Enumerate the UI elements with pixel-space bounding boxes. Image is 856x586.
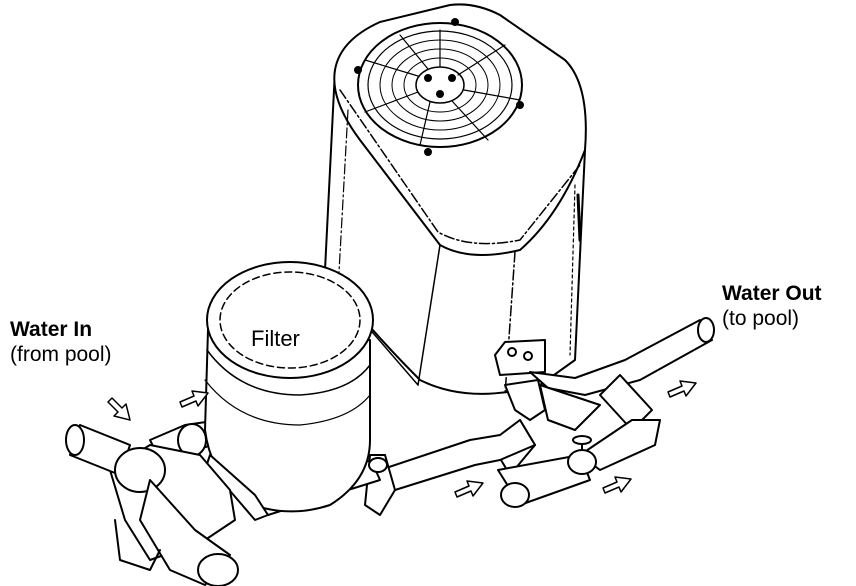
heat-pump-unit [324,3,587,396]
flow-arrow-icon [667,380,697,398]
filter-label: Filter [251,326,300,351]
connection-plate [494,339,546,376]
water-in-subtitle: (from pool) [10,343,112,366]
filter-tank [204,261,374,513]
filter-lid [206,261,374,379]
flow-arrow-icon [107,397,131,421]
fan-grille-icon [354,18,524,156]
pipe-filter-to-heater [379,419,536,491]
water-out-title: Water Out [722,282,822,305]
flow-arrow-icon [602,476,632,494]
water-out-subtitle: (to pool) [722,307,800,330]
ball-valve-icon [567,435,597,475]
flow-arrow-icon [179,390,209,408]
pipe-water-out [529,319,713,396]
water-in-title: Water In [10,318,93,341]
flow-arrows [107,380,697,498]
flow-arrow-icon [454,480,484,498]
pump [65,424,239,586]
